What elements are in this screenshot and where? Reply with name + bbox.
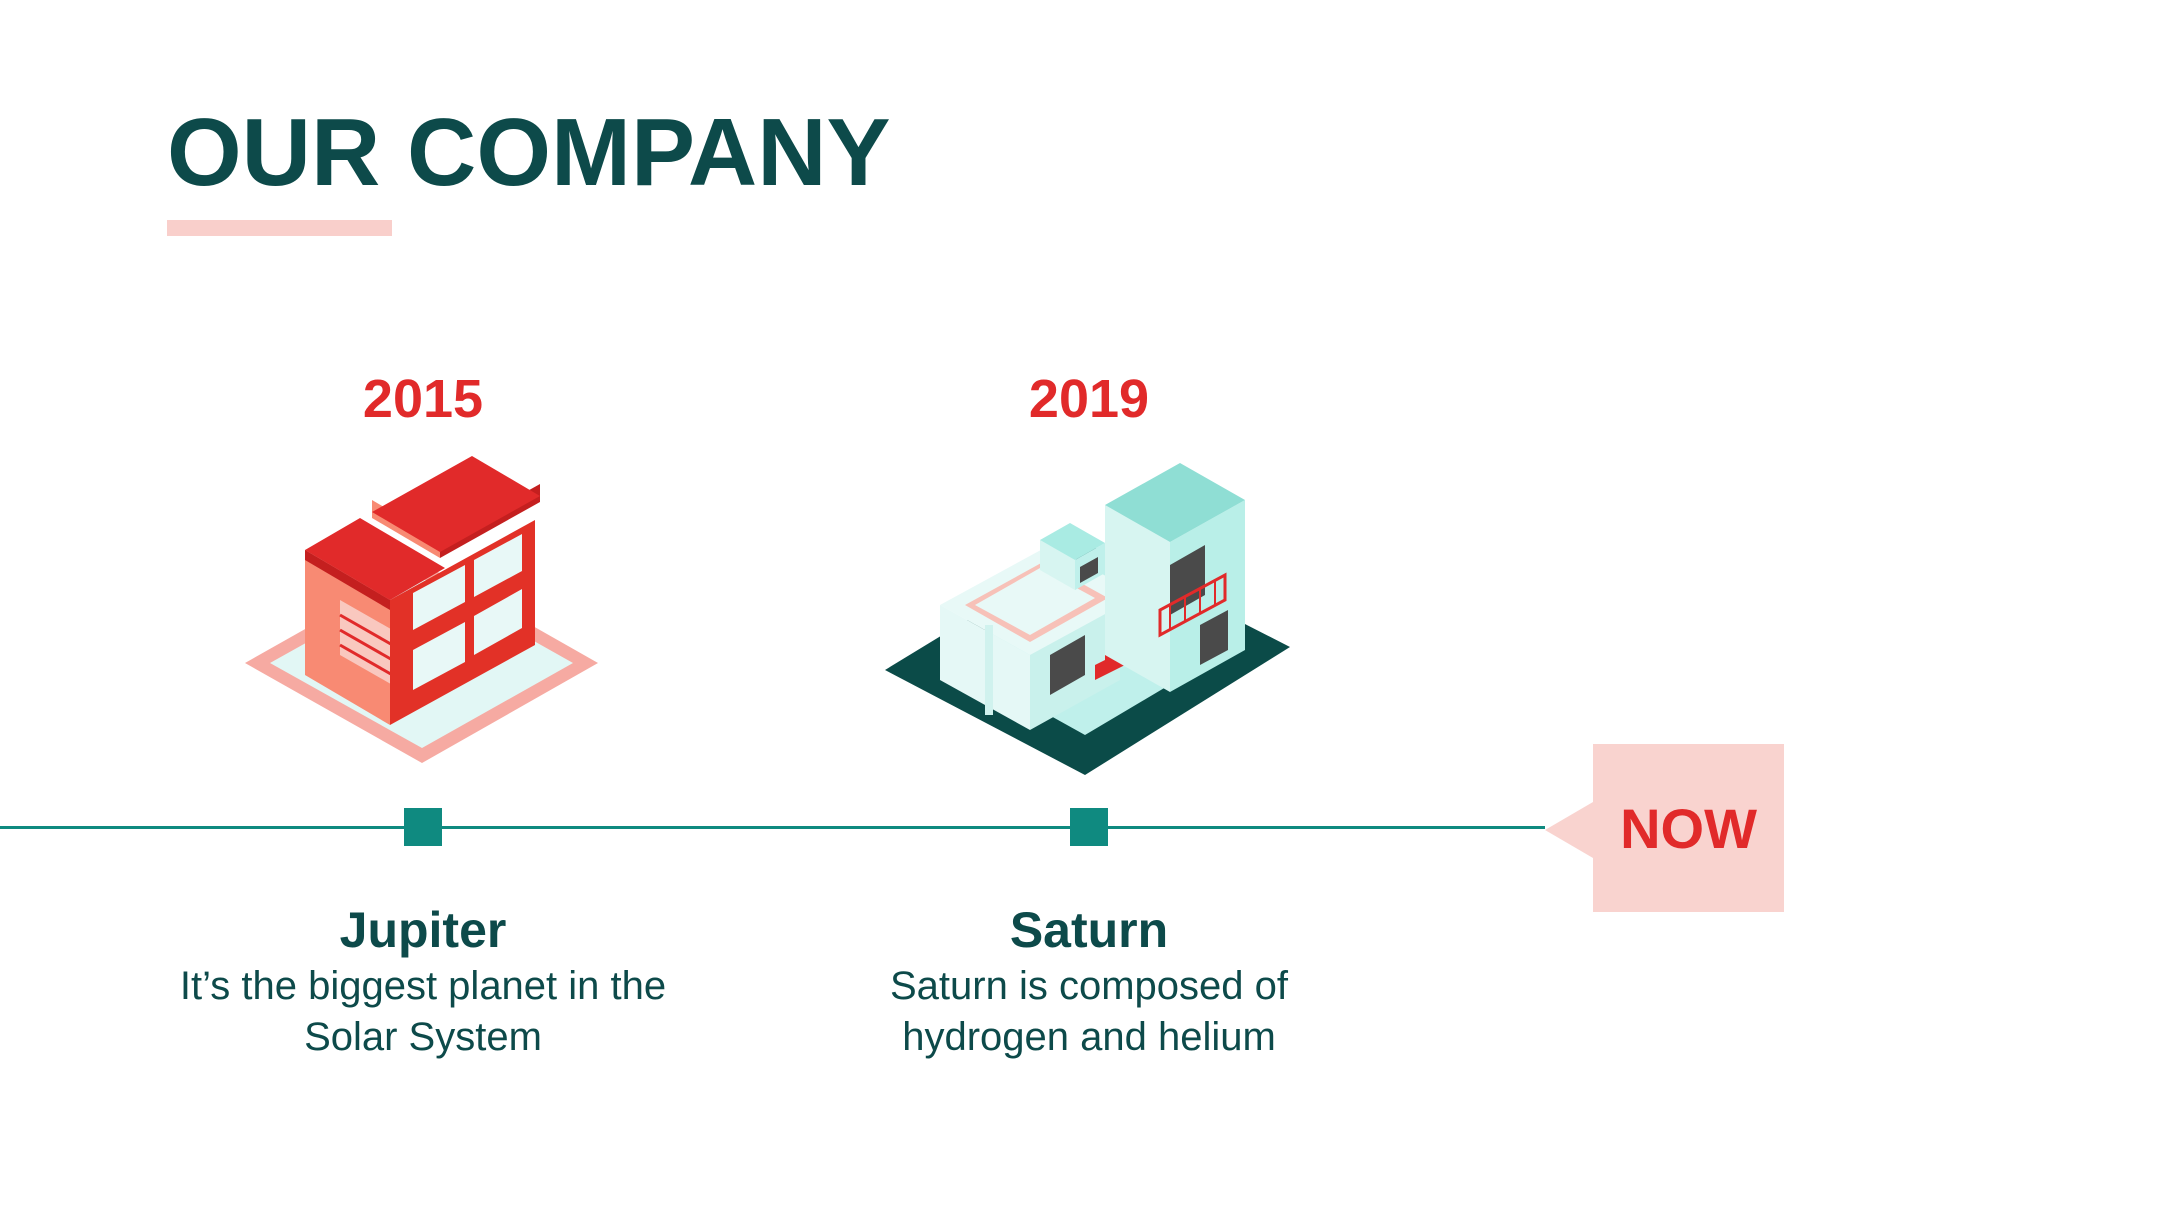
mint-house-icon: [885, 463, 1290, 775]
title-underline: [167, 220, 392, 236]
milestone-name: Saturn: [1009, 902, 1169, 958]
timeline-marker: [1070, 808, 1108, 846]
red-house-icon: [245, 456, 598, 763]
timeline-line: [0, 826, 1545, 829]
milestone-name: Jupiter: [339, 902, 507, 958]
now-pointer-arrow: [1545, 802, 1593, 858]
timeline-marker: [404, 808, 442, 846]
milestone-description: It’s the biggest planet in the Solar Sys…: [179, 964, 667, 1059]
milestone-year: 2015: [362, 369, 484, 429]
milestone-year: 2019: [1028, 369, 1150, 429]
page-title: OUR COMPANY: [167, 99, 891, 206]
milestone-description: Saturn is composed of hydrogen and heliu…: [890, 964, 1288, 1059]
now-badge: NOW: [1593, 744, 1784, 912]
